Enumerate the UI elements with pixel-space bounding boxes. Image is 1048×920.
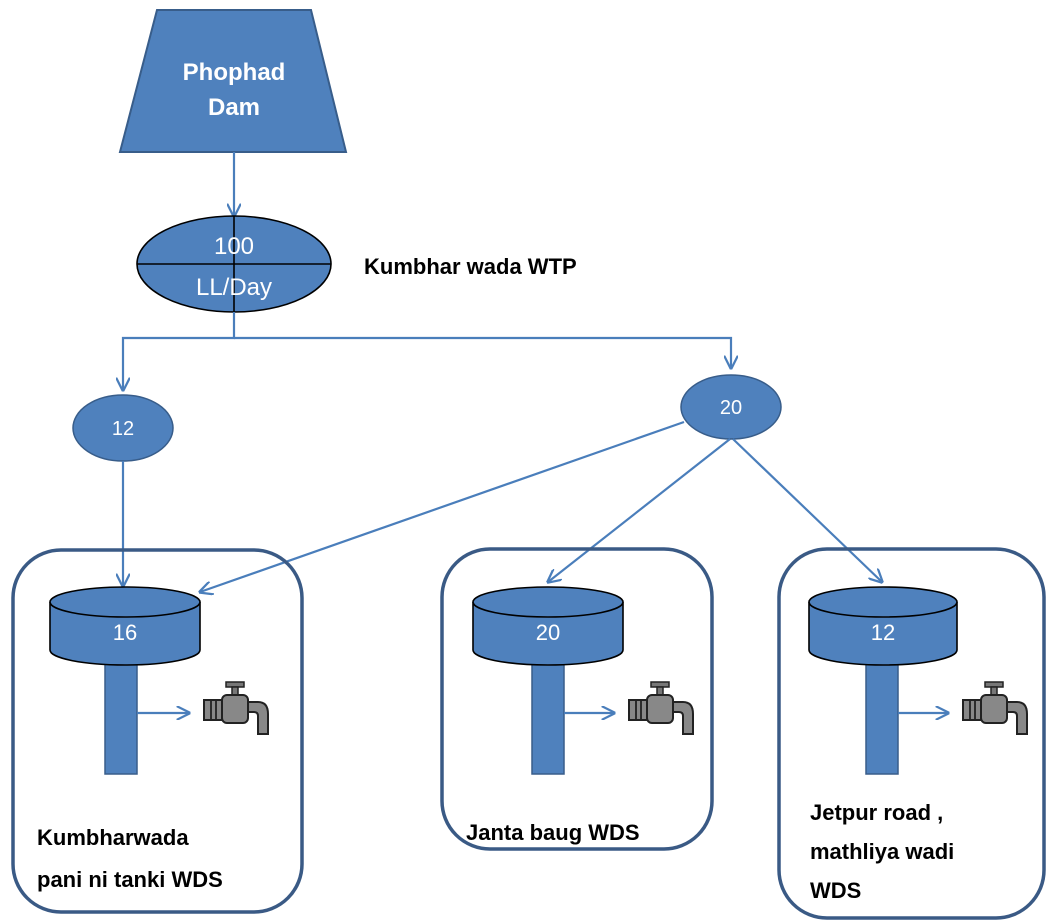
dam-label-line2: Dam bbox=[208, 94, 260, 121]
phophad-dam: Phophad Dam bbox=[118, 9, 348, 153]
branch-value: 12 bbox=[112, 418, 134, 440]
wds-box-jetpur-road: 12 Jetpur road , mathliya wadi WDS bbox=[777, 547, 1046, 920]
wtp-to-branch-12-arrow bbox=[123, 312, 236, 390]
wds-box-janta-baug: 20 Janta baug WDS bbox=[440, 547, 714, 851]
branch-20-to-tank3-arrow bbox=[732, 438, 882, 582]
wtp-capacity: 100 bbox=[214, 233, 254, 260]
branch-20-to-tank2-arrow bbox=[548, 438, 731, 582]
wtp-name: Kumbhar wada WTP bbox=[364, 254, 577, 279]
wds-name-line: Janta baug WDS bbox=[466, 820, 640, 845]
dam-label-line1: Phophad bbox=[183, 59, 286, 86]
wtp-to-branch-20-arrow bbox=[234, 336, 731, 368]
water-tap-icon bbox=[628, 681, 694, 735]
wds-box-kumbharwada: 16 Kumbharwada pani ni tanki WDS bbox=[11, 548, 304, 914]
branch-node-20: 20 bbox=[680, 374, 782, 440]
tank-value: 12 bbox=[871, 620, 895, 645]
water-tank-icon bbox=[472, 586, 624, 775]
wds-name-line: Kumbharwada bbox=[37, 825, 189, 850]
wds-name-line: mathliya wadi bbox=[810, 839, 954, 864]
branch-value: 20 bbox=[720, 397, 742, 419]
wds-name-line: WDS bbox=[810, 878, 861, 903]
wds-name-line: pani ni tanki WDS bbox=[37, 867, 223, 892]
tank-value: 20 bbox=[536, 620, 560, 645]
wtp-node: 100 LL/Day bbox=[136, 215, 332, 313]
tank-value: 16 bbox=[113, 620, 137, 645]
water-tank-icon bbox=[808, 586, 958, 775]
wtp-unit: LL/Day bbox=[196, 274, 272, 301]
water-tap-icon bbox=[203, 681, 269, 735]
branch-node-12: 12 bbox=[72, 394, 174, 462]
wds-name-line: Jetpur road , bbox=[810, 800, 943, 825]
branch-20-to-tank1-arrow bbox=[200, 420, 685, 592]
water-tap-icon bbox=[962, 681, 1028, 735]
water-tank-icon bbox=[49, 586, 201, 775]
